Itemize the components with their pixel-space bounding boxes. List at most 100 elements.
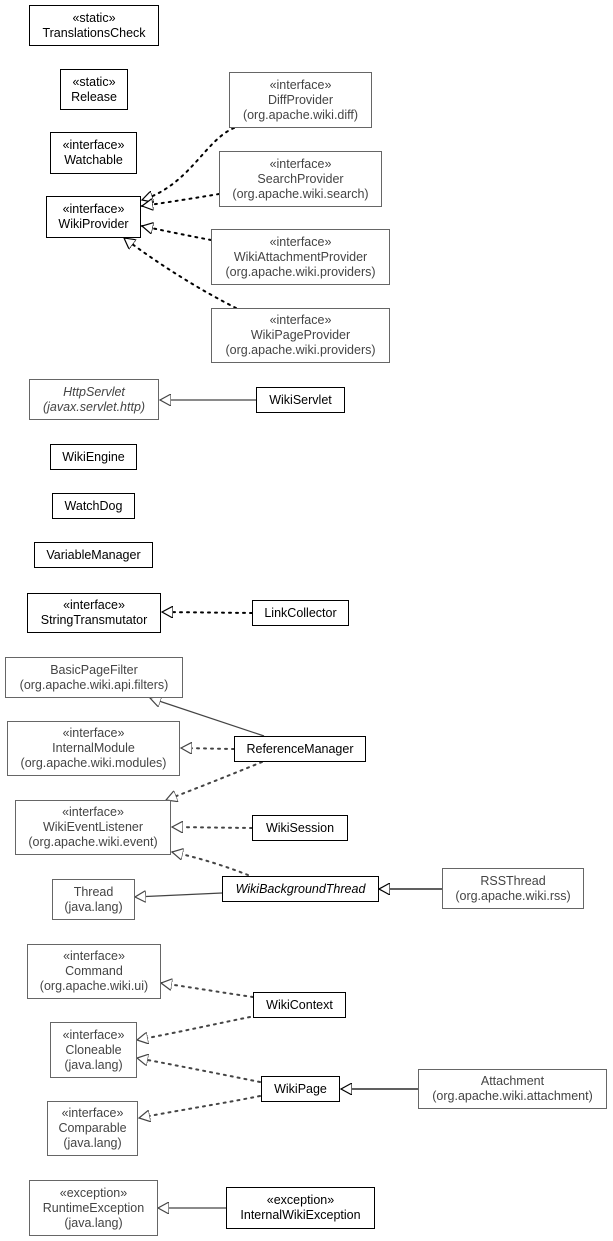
edge-wikipageprovider-wikiprovider <box>124 237 237 309</box>
interface-wikiprovider[interactable]: «interface» WikiProvider <box>46 196 141 238</box>
runtimeexception-stereotype: «exception» <box>59 1185 128 1200</box>
interface-internalmodule[interactable]: «interface» InternalModule (org.apache.w… <box>7 721 180 776</box>
edge-searchprovider-wikiprovider <box>142 193 220 206</box>
edge-wikicontext-command <box>161 983 254 998</box>
class-internalwikiexception[interactable]: «exception» InternalWikiException <box>226 1187 375 1229</box>
edge-referencemanager-internalmodule <box>181 748 235 749</box>
comparable-name: Comparable <box>58 1121 127 1135</box>
comparable-package: (java.lang) <box>63 1136 122 1150</box>
internalmodule-stereotype: «interface» <box>62 726 125 740</box>
wikipageprovider-package: (org.apache.wiki.providers) <box>225 343 376 357</box>
edge-referencemanager-wikieventlistener <box>166 761 263 800</box>
interface-watchable[interactable]: «interface» Watchable <box>50 132 137 174</box>
runtimeexception-name: RuntimeException <box>42 1200 145 1215</box>
class-referencemanager[interactable]: ReferenceManager <box>234 736 366 762</box>
release-name: Release <box>71 89 117 104</box>
interface-comparable[interactable]: «interface» Comparable (java.lang) <box>47 1101 138 1156</box>
wikieventlistener-name: WikiEventListener <box>42 820 144 834</box>
rssthread-name: RSSThread <box>480 873 546 888</box>
variablemanager-name: VariableManager <box>46 547 141 562</box>
class-rssthread[interactable]: RSSThread (org.apache.wiki.rss) <box>442 868 584 909</box>
cloneable-package: (java.lang) <box>64 1057 123 1072</box>
stringtransmutator-name: StringTransmutator <box>40 613 148 627</box>
interface-diffprovider[interactable]: «interface» DiffProvider (org.apache.wik… <box>229 72 372 128</box>
referencemanager-name: ReferenceManager <box>246 741 354 756</box>
edge-wikibackgroundthread-wikieventlistener <box>172 852 249 876</box>
translationscheck-stereotype: «static» <box>72 10 116 25</box>
wikieventlistener-package: (org.apache.wiki.event) <box>28 835 158 849</box>
attachment-package: (org.apache.wiki.attachment) <box>432 1089 593 1103</box>
wikiattachmentprovider-stereotype: «interface» <box>269 234 332 249</box>
command-name: Command <box>65 964 123 978</box>
wikipageprovider-stereotype: «interface» <box>269 313 332 327</box>
internalwikiexception-stereotype: «exception» <box>266 1193 335 1207</box>
basicpagefilter-package: (org.apache.wiki.api.filters) <box>19 677 169 692</box>
command-stereotype: «interface» <box>63 949 125 963</box>
searchprovider-package: (org.apache.wiki.search) <box>232 186 369 201</box>
interface-wikieventlistener[interactable]: «interface» WikiEventListener (org.apach… <box>15 800 171 855</box>
stringtransmutator-stereotype: «interface» <box>63 598 125 612</box>
class-runtimeexception[interactable]: «exception» RuntimeException (java.lang) <box>29 1180 158 1236</box>
diffprovider-package: (org.apache.wiki.diff) <box>242 107 359 122</box>
class-release[interactable]: «static» Release <box>60 69 128 110</box>
command-package: (org.apache.wiki.ui) <box>39 979 149 993</box>
cloneable-stereotype: «interface» <box>62 1027 125 1042</box>
wikiprovider-stereotype: «interface» <box>62 202 125 216</box>
wikiattachmentprovider-name: WikiAttachmentProvider <box>233 249 368 264</box>
translationscheck-name: TranslationsCheck <box>42 25 146 40</box>
edge-linkcollector-stringtransmutator <box>162 612 253 613</box>
attachment-name: Attachment <box>480 1074 545 1088</box>
interface-wikiattachmentprovider[interactable]: «interface» WikiAttachmentProvider (org.… <box>211 229 390 285</box>
interface-stringtransmutator[interactable]: «interface» StringTransmutator <box>27 593 161 633</box>
class-variablemanager[interactable]: VariableManager <box>34 542 153 568</box>
rssthread-package: (org.apache.wiki.rss) <box>455 888 571 903</box>
internalmodule-package: (org.apache.wiki.modules) <box>20 756 167 770</box>
wikiattachmentprovider-package: (org.apache.wiki.providers) <box>225 264 376 279</box>
edge-wikibackgroundthread-thread <box>135 893 223 897</box>
class-wikiengine[interactable]: WikiEngine <box>50 444 137 470</box>
linkcollector-name: LinkCollector <box>264 605 337 620</box>
comparable-stereotype: «interface» <box>61 1106 124 1120</box>
runtimeexception-package: (java.lang) <box>64 1215 123 1230</box>
internalwikiexception-name: InternalWikiException <box>240 1208 361 1222</box>
edge-wikipage-cloneable <box>137 1058 261 1083</box>
class-wikicontext[interactable]: WikiContext <box>253 992 346 1018</box>
release-stereotype: «static» <box>72 74 116 89</box>
class-wikibackgroundthread[interactable]: WikiBackgroundThread <box>222 876 379 902</box>
searchprovider-stereotype: «interface» <box>269 156 332 171</box>
httpservlet-package: (javax.servlet.http) <box>42 399 146 414</box>
wikibackgroundthread-name: WikiBackgroundThread <box>235 881 366 896</box>
interface-command[interactable]: «interface» Command (org.apache.wiki.ui) <box>27 944 161 999</box>
interface-searchprovider[interactable]: «interface» SearchProvider (org.apache.w… <box>219 151 382 207</box>
class-linkcollector[interactable]: LinkCollector <box>252 600 349 626</box>
watchdog-name: WatchDog <box>64 498 123 513</box>
interface-wikipageprovider[interactable]: «interface» WikiPageProvider (org.apache… <box>211 308 390 363</box>
edge-wikisession-wikieventlistener <box>172 827 253 828</box>
interface-cloneable[interactable]: «interface» Cloneable (java.lang) <box>50 1022 137 1078</box>
edge-wikipage-comparable <box>139 1095 261 1118</box>
edge-referencemanager-basicpagefilter <box>150 698 265 737</box>
class-translationscheck[interactable]: «static» TranslationsCheck <box>29 5 159 46</box>
wikicontext-name: WikiContext <box>266 997 333 1012</box>
searchprovider-name: SearchProvider <box>257 171 344 186</box>
class-watchdog[interactable]: WatchDog <box>52 493 135 519</box>
thread-name: Thread <box>73 884 114 899</box>
thread-package: (java.lang) <box>64 899 123 914</box>
cloneable-name: Cloneable <box>65 1042 122 1057</box>
class-wikisession[interactable]: WikiSession <box>252 815 348 841</box>
class-wikipage[interactable]: WikiPage <box>261 1076 340 1102</box>
class-wikiservlet[interactable]: WikiServlet <box>256 387 345 413</box>
wikiengine-name: WikiEngine <box>62 449 125 464</box>
wikipage-name: WikiPage <box>274 1081 327 1096</box>
class-httpservlet[interactable]: HttpServlet (javax.servlet.http) <box>29 379 159 420</box>
internalmodule-name: InternalModule <box>52 741 135 755</box>
class-thread[interactable]: Thread (java.lang) <box>52 879 135 920</box>
edge-wikiattachmentprovider-wikiprovider <box>142 226 212 241</box>
wikisession-name: WikiSession <box>265 820 335 835</box>
wikiservlet-name: WikiServlet <box>269 392 332 407</box>
watchable-stereotype: «interface» <box>62 138 125 152</box>
diffprovider-stereotype: «interface» <box>269 77 332 92</box>
class-attachment[interactable]: Attachment (org.apache.wiki.attachment) <box>418 1069 607 1109</box>
wikiprovider-name: WikiProvider <box>58 217 129 231</box>
class-basicpagefilter[interactable]: BasicPageFilter (org.apache.wiki.api.fil… <box>5 657 183 698</box>
